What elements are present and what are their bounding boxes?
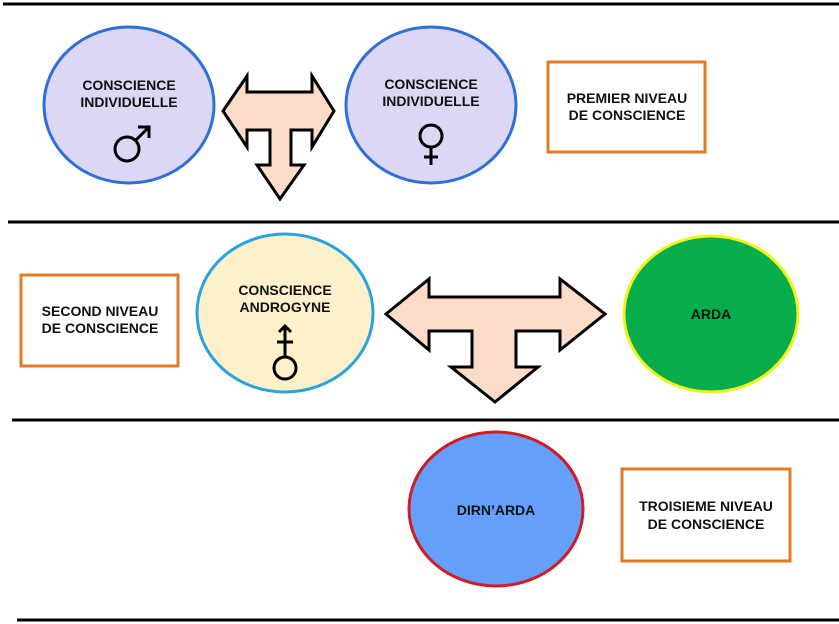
level-label-line-2: DE CONSCIENCE bbox=[648, 516, 765, 532]
node-label: DIRN’ARDA bbox=[457, 502, 536, 518]
level-label-line-1: PREMIER NIVEAU bbox=[567, 90, 688, 106]
level-label-line-1: SECOND NIVEAU bbox=[42, 303, 159, 319]
male-symbol-icon bbox=[113, 125, 151, 163]
t-arrow-level-1 bbox=[221, 70, 336, 202]
female-symbol-icon bbox=[418, 123, 444, 165]
node-ellipse bbox=[622, 234, 800, 394]
node-label-line-2: INDIVIDUELLE bbox=[382, 93, 479, 109]
node-label: ARDA bbox=[691, 306, 731, 322]
node-ellipse bbox=[42, 25, 216, 185]
node-label-line-2: INDIVIDUELLE bbox=[80, 94, 177, 110]
level-label-second: SECOND NIVEAU DE CONSCIENCE bbox=[19, 273, 180, 368]
level-label-troisieme: TROISIEME NIVEAU DE CONSCIENCE bbox=[620, 467, 792, 563]
node-dirnarda: DIRN’ARDA bbox=[407, 430, 585, 588]
node-individual-female: CONSCIENCE INDIVIDUELLE bbox=[344, 25, 518, 185]
node-label-line-1: CONSCIENCE bbox=[384, 76, 477, 92]
node-label-line-1: CONSCIENCE bbox=[82, 77, 175, 93]
node-ellipse bbox=[195, 232, 375, 394]
node-ellipse bbox=[407, 430, 585, 588]
androgyne-symbol-icon bbox=[272, 323, 298, 381]
node-arda: ARDA bbox=[622, 234, 800, 394]
level-label-box bbox=[620, 467, 792, 563]
level-label-box bbox=[546, 60, 707, 154]
node-label-line-1: CONSCIENCE bbox=[238, 282, 331, 298]
level-label-line-1: TROISIEME NIVEAU bbox=[639, 498, 773, 514]
t-arrow-level-2 bbox=[383, 275, 608, 404]
node-androgyne: CONSCIENCE ANDROGYNE bbox=[195, 232, 375, 394]
level-label-box bbox=[19, 273, 180, 368]
level-label-premier: PREMIER NIVEAU DE CONSCIENCE bbox=[546, 60, 707, 154]
level-label-line-2: DE CONSCIENCE bbox=[42, 320, 159, 336]
level-label-line-2: DE CONSCIENCE bbox=[569, 107, 686, 123]
node-ellipse bbox=[344, 25, 518, 185]
node-individual-male: CONSCIENCE INDIVIDUELLE bbox=[42, 25, 216, 185]
node-label-line-2: ANDROGYNE bbox=[239, 299, 330, 315]
